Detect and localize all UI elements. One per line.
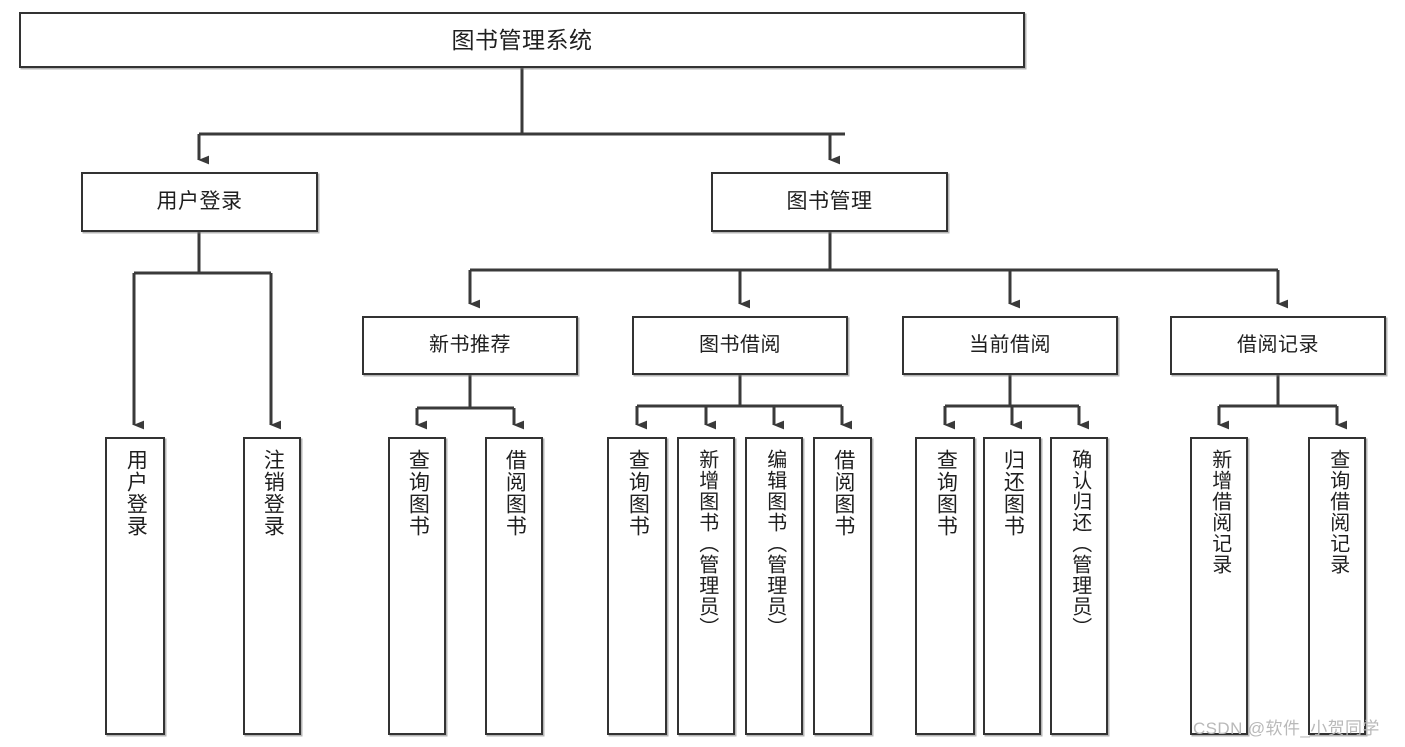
node-borrow-record[interactable]: 借阅记录 bbox=[1170, 316, 1386, 375]
node-user-login-label: 用户登录 bbox=[156, 189, 243, 213]
node-leaf-query-book-3-label: 查询图书 bbox=[934, 449, 958, 537]
node-leaf-query-book-1-label: 查询图书 bbox=[406, 449, 430, 537]
node-root-system-label: 图书管理系统 bbox=[451, 26, 593, 53]
node-leaf-edit-book-label: 编辑图书（管理员） bbox=[763, 449, 786, 638]
node-new-book-recommend-label: 新书推荐 bbox=[429, 333, 511, 356]
node-new-book-recommend[interactable]: 新书推荐 bbox=[362, 316, 578, 375]
node-leaf-user-login[interactable]: 用户登录 bbox=[105, 437, 165, 735]
node-leaf-borrow-book-1-label: 借阅图书 bbox=[503, 449, 527, 537]
node-user-login[interactable]: 用户登录 bbox=[81, 172, 318, 232]
node-leaf-borrow-book-1[interactable]: 借阅图书 bbox=[485, 437, 543, 735]
node-leaf-borrow-book-2-label: 借阅图书 bbox=[831, 449, 855, 537]
node-leaf-confirm-return-label: 确认归还（管理员） bbox=[1068, 449, 1091, 638]
csdn-watermark: CSDN @软件_小贺同学 bbox=[1193, 719, 1380, 738]
node-current-borrow[interactable]: 当前借阅 bbox=[902, 316, 1118, 375]
node-leaf-query-record-label: 查询借阅记录 bbox=[1326, 449, 1349, 575]
node-leaf-return-book[interactable]: 归还图书 bbox=[983, 437, 1041, 735]
node-leaf-add-record-label: 新增借阅记录 bbox=[1208, 449, 1231, 575]
node-leaf-edit-book[interactable]: 编辑图书（管理员） bbox=[745, 437, 803, 735]
node-leaf-query-book-1[interactable]: 查询图书 bbox=[388, 437, 446, 735]
node-book-management[interactable]: 图书管理 bbox=[711, 172, 948, 232]
node-leaf-user-logout[interactable]: 注销登录 bbox=[243, 437, 301, 735]
node-root-system[interactable]: 图书管理系统 bbox=[19, 12, 1025, 68]
node-leaf-query-record[interactable]: 查询借阅记录 bbox=[1308, 437, 1366, 735]
node-book-borrow-label: 图书借阅 bbox=[699, 333, 781, 356]
node-book-borrow[interactable]: 图书借阅 bbox=[632, 316, 848, 375]
node-book-management-label: 图书管理 bbox=[786, 189, 873, 213]
node-borrow-record-label: 借阅记录 bbox=[1237, 333, 1319, 356]
node-leaf-add-record[interactable]: 新增借阅记录 bbox=[1190, 437, 1248, 735]
node-leaf-return-book-label: 归还图书 bbox=[1001, 449, 1025, 537]
node-leaf-user-login-label: 用户登录 bbox=[124, 449, 148, 537]
node-leaf-add-book[interactable]: 新增图书（管理员） bbox=[677, 437, 735, 735]
node-leaf-query-book-2[interactable]: 查询图书 bbox=[607, 437, 667, 735]
node-leaf-add-book-label: 新增图书（管理员） bbox=[695, 449, 718, 638]
node-leaf-confirm-return[interactable]: 确认归还（管理员） bbox=[1050, 437, 1108, 735]
node-current-borrow-label: 当前借阅 bbox=[969, 333, 1051, 356]
node-leaf-user-logout-label: 注销登录 bbox=[261, 449, 285, 537]
node-leaf-query-book-3[interactable]: 查询图书 bbox=[915, 437, 975, 735]
node-leaf-borrow-book-2[interactable]: 借阅图书 bbox=[813, 437, 872, 735]
node-leaf-query-book-2-label: 查询图书 bbox=[626, 449, 650, 537]
